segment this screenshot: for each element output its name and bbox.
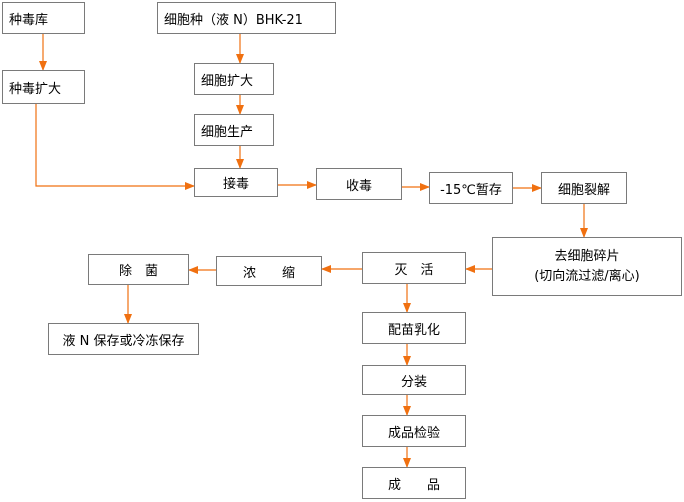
inactivation-box: 灭 活 [362,252,466,284]
inoculate-box: 接毒 [194,168,278,197]
virus-expand-box: 种毒扩大 [2,70,85,104]
debris-removal-box: 去细胞碎片 (切向流过滤/离心) [492,237,682,296]
sterilization-label: 除 菌 [118,264,158,279]
cell-production-label: 细胞生产 [201,124,254,140]
temp-storage-box: -15℃暂存 [429,172,513,204]
concentration-box: 浓 缩 [216,256,322,286]
inactivation-label: 灭 活 [394,262,434,278]
sterilization-box: 除 菌 [88,254,189,285]
cell-seed-label: 细胞种（液 N）BHK-21 [164,12,303,28]
cell-production-box: 细胞生产 [194,114,274,146]
emulsify-box: 配苗乳化 [362,312,466,344]
cell-lysis-box: 细胞裂解 [541,172,627,204]
cell-seed-box: 细胞种（液 N）BHK-21 [157,2,336,34]
emulsify-label: 配苗乳化 [387,322,440,338]
packaging-label: 分装 [400,374,427,390]
cell-lysis-label: 细胞裂解 [557,182,610,198]
temp-storage-label: -15℃暂存 [440,182,502,198]
virus-bank-box: 种毒库 [2,2,85,34]
storage-box: 液 N 保存或冷冻保存 [48,323,199,355]
cell-expand-box: 细胞扩大 [194,63,274,95]
product-box: 成 品 [362,467,466,499]
debris-removal-label: 去细胞碎片 [554,248,620,264]
arrow-virus-expand-to-inoculate [35,104,195,190]
packaging-box: 分装 [362,365,466,395]
product-label: 成 品 [387,477,440,493]
concentration-label: 浓 缩 [242,265,295,281]
inspection-box: 成品检验 [362,415,466,447]
debris-removal-method: (切向流过滤/离心) [534,268,640,284]
cell-expand-label: 细胞扩大 [201,73,254,89]
harvest-box: 收毒 [316,168,402,200]
inspection-label: 成品检验 [387,425,440,441]
virus-expand-label: 种毒扩大 [9,81,62,97]
storage-label: 液 N 保存或冷冻保存 [62,333,185,349]
inoculate-label: 接毒 [222,177,249,192]
virus-bank-label: 种毒库 [9,12,49,28]
harvest-label: 收毒 [345,178,372,194]
